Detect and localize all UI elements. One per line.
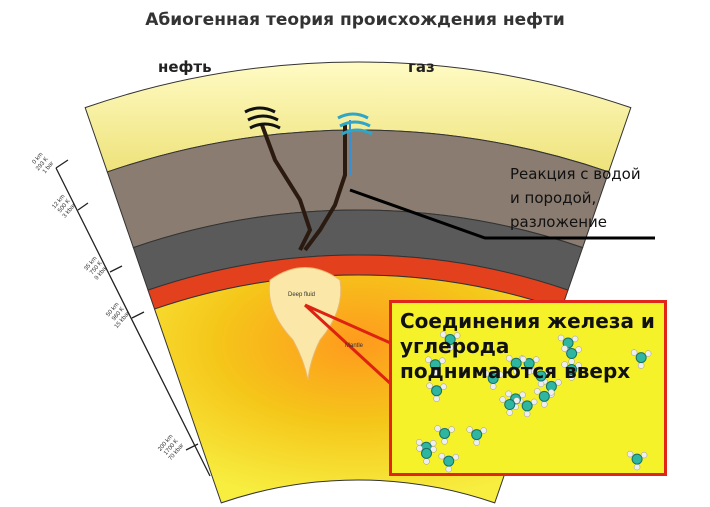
molecule xyxy=(482,370,504,390)
reaction-line: и породой, xyxy=(510,189,597,207)
reaction-line: Реакция с водой xyxy=(510,165,641,183)
callout-line: Соединения железа и xyxy=(400,309,655,333)
pointer-line xyxy=(349,188,655,240)
molecule xyxy=(505,354,527,375)
molecule xyxy=(426,382,447,402)
title: Абиогенная теория происхождения нефти xyxy=(145,10,565,30)
molecule xyxy=(561,345,582,365)
reaction-line: разложение xyxy=(510,213,607,231)
deep-fluid-label: Deep fluid xyxy=(288,292,316,298)
molecule xyxy=(530,367,552,388)
deep-fluid-plume xyxy=(268,267,342,381)
callout-line: поднимаются вверх xyxy=(400,359,631,383)
molecule xyxy=(561,361,582,381)
molecule xyxy=(416,445,437,465)
callout-line: углерода xyxy=(400,334,510,358)
molecule xyxy=(466,426,487,446)
leader-line-to-box xyxy=(303,303,396,387)
gas-label: газ xyxy=(408,58,435,76)
molecule xyxy=(434,425,455,445)
molecules-illustration xyxy=(415,331,652,473)
oil-trap-icon xyxy=(244,106,281,130)
molecule xyxy=(499,396,520,416)
reaction-label: Реакция с водой и породой, разложение xyxy=(510,162,641,234)
callout-box: Соединения железа и углерода поднимаются… xyxy=(389,300,667,476)
molecule xyxy=(425,356,446,376)
molecule xyxy=(439,331,461,351)
molecule xyxy=(534,388,555,408)
molecule xyxy=(626,450,648,471)
molecule xyxy=(557,334,579,355)
molecule xyxy=(630,349,652,369)
depth-scale-axis xyxy=(55,159,211,477)
oil-channel xyxy=(260,124,347,252)
gas-trap-icon xyxy=(337,112,373,136)
oil-label: нефть xyxy=(158,58,212,76)
molecule xyxy=(438,452,459,473)
mantle-label: Mantle xyxy=(345,343,364,349)
